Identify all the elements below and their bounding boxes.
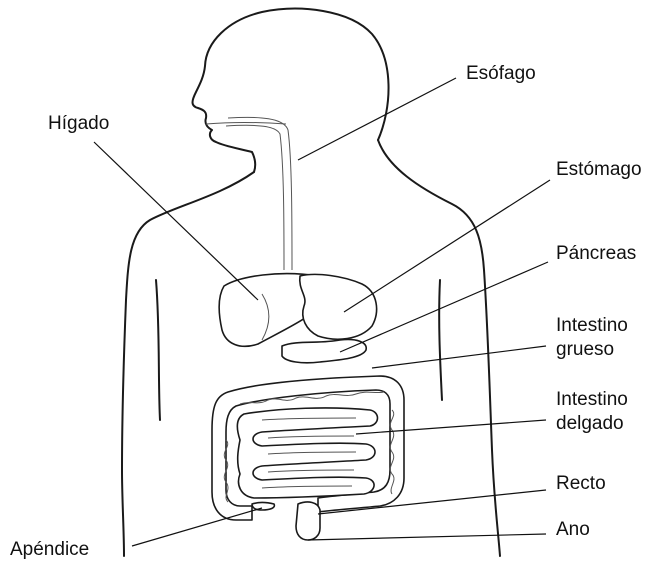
- left-torso-line: [156, 280, 160, 420]
- label-rectum: Recto: [556, 472, 606, 496]
- label-large-intestine-line2: grueso: [556, 338, 614, 362]
- stomach-organ: [300, 274, 377, 339]
- label-esophagus: Esófago: [466, 62, 536, 86]
- rectum-organ: [296, 502, 320, 540]
- label-liver: Hígado: [48, 112, 109, 136]
- left-shoulder-arm: [122, 172, 254, 556]
- leader-small-intestine: [356, 420, 546, 434]
- leader-esophagus: [298, 78, 456, 160]
- head-outline: [193, 9, 389, 172]
- leader-stomach: [344, 180, 550, 312]
- label-appendix: Apéndice: [10, 538, 89, 562]
- leader-liver: [94, 142, 258, 300]
- label-small-intestine-line2: delgado: [556, 412, 624, 436]
- leader-anus: [308, 534, 546, 540]
- label-anus: Ano: [556, 518, 590, 542]
- label-large-intestine-line1: Intestino: [556, 314, 628, 338]
- pancreas-organ: [282, 339, 366, 362]
- esophagus-tube: [226, 117, 292, 270]
- appendix-organ: [252, 503, 274, 511]
- small-intestine-organ: [237, 408, 377, 498]
- leader-appendix: [132, 508, 262, 546]
- leader-large-intestine: [372, 346, 546, 368]
- label-small-intestine-line1: Intestino: [556, 388, 628, 412]
- label-stomach: Estómago: [556, 158, 642, 182]
- mouth-line: [206, 123, 286, 125]
- label-pancreas: Páncreas: [556, 242, 636, 266]
- right-torso-line: [439, 280, 442, 400]
